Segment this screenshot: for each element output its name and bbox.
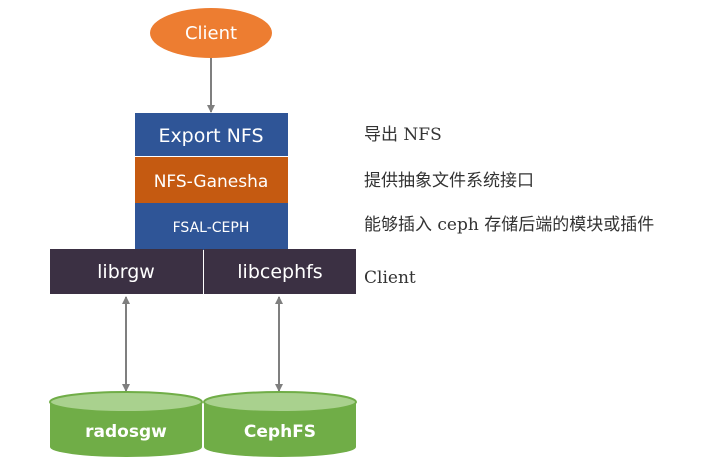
client-label: Client — [185, 23, 237, 44]
nfs-ganesha-label: NFS-Ganesha — [154, 172, 269, 192]
librgw-box: librgw — [50, 249, 203, 294]
libcephfs-box: libcephfs — [204, 249, 356, 294]
annotation-export-nfs: 导出 NFS — [364, 125, 442, 145]
export-nfs-label: Export NFS — [158, 125, 263, 147]
nfs-ganesha-box: NFS-Ganesha — [135, 157, 288, 203]
annotation-lib-layer: Client — [364, 268, 416, 288]
fsal-ceph-label: FSAL-CEPH — [173, 220, 250, 236]
client-node: Client — [150, 8, 272, 58]
radosgw-database: radosgw — [49, 391, 203, 457]
annotation-fsal-ceph: 能够插入 ceph 存储后端的模块或插件 — [364, 215, 654, 235]
libcephfs-label: libcephfs — [237, 261, 322, 283]
export-nfs-box: Export NFS — [135, 113, 288, 156]
cephfs-label: CephFS — [244, 422, 316, 442]
fsal-ceph-box: FSAL-CEPH — [135, 203, 288, 250]
annotation-nfs-ganesha: 提供抽象文件系统接口 — [364, 171, 534, 191]
cephfs-database: CephFS — [203, 391, 357, 457]
librgw-label: librgw — [97, 261, 155, 283]
radosgw-label: radosgw — [85, 422, 167, 442]
